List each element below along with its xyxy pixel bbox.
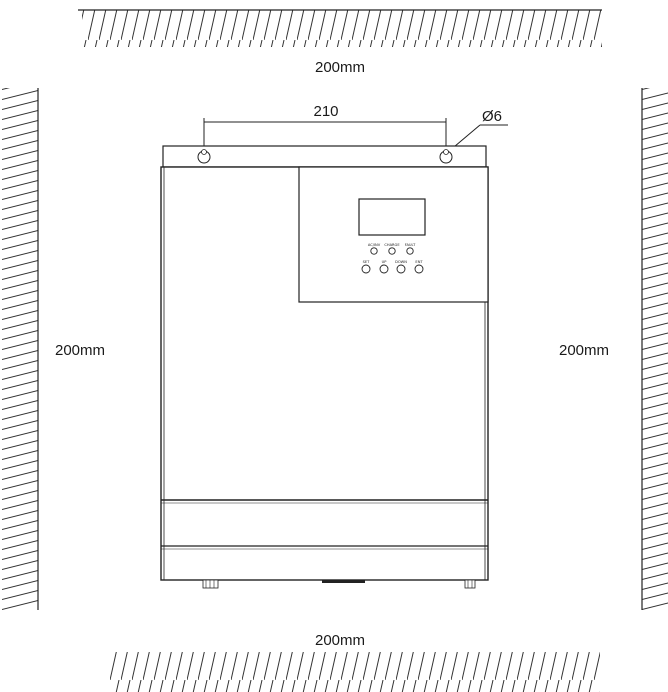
lcd-screen bbox=[358, 198, 426, 236]
down-button bbox=[396, 264, 406, 274]
bottom-terminals bbox=[202, 579, 476, 589]
left-wall bbox=[2, 88, 39, 610]
set-button bbox=[361, 264, 371, 274]
hole-diameter-label: Ø6 bbox=[482, 108, 502, 125]
led-label-ac-inv: AC/INV bbox=[368, 243, 381, 247]
left-clearance-label: 200mm bbox=[55, 342, 105, 359]
button-label-up: UP bbox=[382, 260, 388, 264]
inverter-unit: AC/INV CHARGE FAULT SET UP DOWN ENT bbox=[160, 145, 489, 589]
top-clearance-label: 200mm bbox=[315, 59, 365, 76]
right-wall bbox=[641, 88, 668, 610]
mounting-hole-left bbox=[197, 149, 211, 164]
led-fault bbox=[406, 247, 414, 255]
hole-spacing-label: 210 bbox=[313, 103, 338, 120]
mounting-hole-right bbox=[439, 149, 453, 164]
top-wall bbox=[78, 9, 602, 47]
up-button bbox=[379, 264, 389, 274]
right-clearance-label: 200mm bbox=[559, 342, 609, 359]
led-label-fault: FAULT bbox=[405, 243, 416, 247]
button-label-down: DOWN bbox=[395, 260, 407, 264]
led-ac-inv bbox=[370, 247, 378, 255]
bottom-wall bbox=[110, 652, 600, 692]
led-charge bbox=[388, 247, 396, 255]
mounting-bracket bbox=[162, 145, 487, 168]
button-label-ent: ENT bbox=[415, 260, 423, 264]
bottom-clearance-label: 200mm bbox=[315, 632, 365, 649]
led-label-charge: CHARGE bbox=[384, 243, 400, 247]
button-label-set: SET bbox=[363, 260, 371, 264]
ent-button bbox=[414, 264, 424, 274]
